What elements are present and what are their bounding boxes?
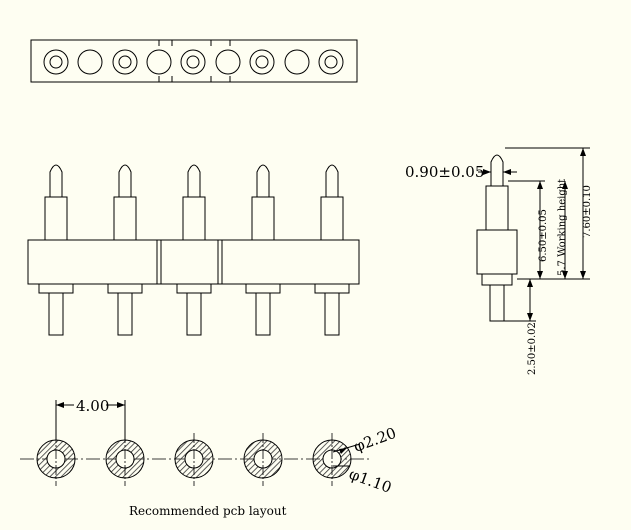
hole-inner-label: φ1.10 xyxy=(347,465,394,497)
working-height-label: 5.7 Working height xyxy=(557,179,568,276)
stroke-label: 6.50±0.05 xyxy=(538,209,549,262)
side-view xyxy=(476,147,590,322)
top-view xyxy=(30,39,358,83)
pcb-layout xyxy=(20,397,372,486)
pitch-label: 4.00 xyxy=(76,397,109,415)
total-height-label: 7.60±0.10 xyxy=(582,185,593,238)
pogo-pin xyxy=(176,164,212,336)
pcb-pad xyxy=(105,433,145,486)
pogo-pin xyxy=(314,164,350,336)
pin-diameter-label: 0.90±0.05 xyxy=(405,163,484,181)
pogo-pin xyxy=(38,164,74,336)
pcb-pad xyxy=(243,433,283,486)
pcb-pad xyxy=(174,433,214,486)
pogo-pin xyxy=(245,164,281,336)
pad-outer-label: φ2.20 xyxy=(351,424,398,456)
tail-length-label: 2.50±0.02 xyxy=(527,322,538,375)
pcb-pad xyxy=(312,433,352,486)
front-view xyxy=(27,164,360,336)
pcb-layout-caption: Recommended pcb layout xyxy=(129,504,287,518)
dimension-arrows xyxy=(483,148,586,321)
pcb-pad xyxy=(36,433,76,486)
pogo-pin xyxy=(107,164,143,336)
